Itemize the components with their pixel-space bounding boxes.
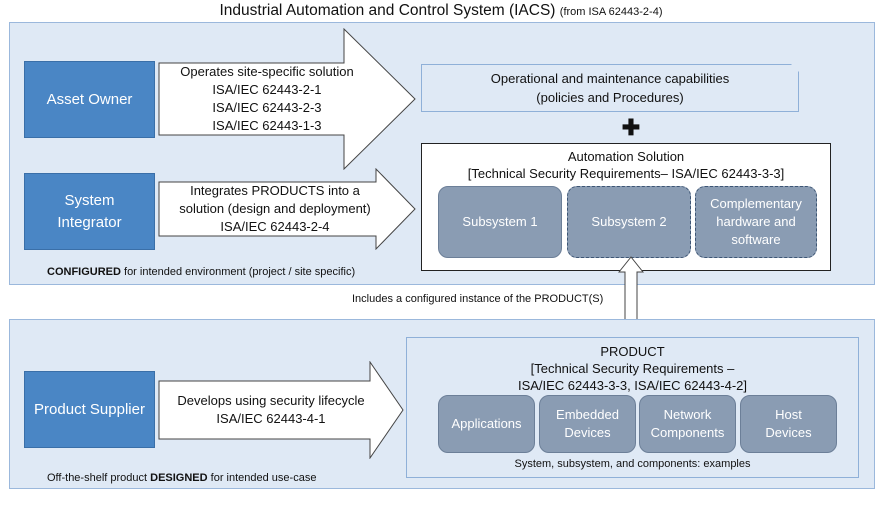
diagram-title: Industrial Automation and Control System… bbox=[0, 2, 882, 20]
asset-owner-arrow-text: Operates site-specific solution ISA/IEC … bbox=[180, 63, 353, 135]
arrow-line: ISA/IEC 62443-2-3 bbox=[212, 100, 322, 115]
heading-line: ISA/IEC 62443-3-3, ISA/IEC 62443-4-2] bbox=[517, 378, 748, 393]
tile-label: software bbox=[731, 232, 781, 247]
automation-heading: Automation Solution [Technical Security … bbox=[422, 148, 830, 182]
host-devices-tile: Host Devices bbox=[740, 395, 837, 453]
arrow-line: Operates site-specific solution bbox=[180, 64, 354, 79]
designed-rest: for intended use-case bbox=[207, 472, 317, 484]
title-text: Industrial Automation and Control System… bbox=[219, 2, 556, 19]
heading-line: [Technical Security Requirements– ISA/IE… bbox=[467, 166, 785, 181]
tile-label: Complementary bbox=[710, 196, 802, 211]
arrow-line: Develops using security lifecycle bbox=[177, 393, 365, 408]
link-caption: Includes a configured instance of the PR… bbox=[352, 293, 604, 305]
subsystem-2-tile: Subsystem 2 bbox=[567, 186, 691, 258]
integrator-arrow-shape bbox=[158, 168, 416, 250]
subsystem-1-tile: Subsystem 1 bbox=[438, 186, 562, 258]
complementary-tile: Complementary hardware and software bbox=[695, 186, 817, 258]
ops-line: (policies and Procedures) bbox=[536, 90, 684, 105]
network-components-tile: Network Components bbox=[639, 395, 736, 453]
applications-tile: Applications bbox=[438, 395, 535, 453]
ops-line: Operational and maintenance capabilities bbox=[490, 71, 730, 86]
configured-bold: CONFIGURED bbox=[47, 266, 121, 278]
asset-owner-box: Asset Owner bbox=[24, 61, 155, 138]
tile-label: Subsystem 1 bbox=[462, 214, 538, 229]
supplier-arrow-text: Develops using security lifecycle ISA/IE… bbox=[177, 392, 364, 428]
integrator-arrow-text: Integrates PRODUCTS into a solution (des… bbox=[179, 182, 371, 236]
tile-label: hardware and bbox=[716, 214, 796, 229]
arrow-line: ISA/IEC 62443-4-1 bbox=[216, 411, 326, 426]
arrow-line: Integrates PRODUCTS into a bbox=[190, 183, 360, 198]
tile-label: Devices bbox=[765, 425, 812, 440]
heading-line: PRODUCT bbox=[600, 344, 665, 359]
designed-bold: DESIGNED bbox=[150, 472, 208, 484]
operational-capabilities-box: Operational and maintenance capabilities… bbox=[421, 64, 799, 112]
embedded-devices-tile: Embedded Devices bbox=[539, 395, 636, 453]
product-supplier-label: Product Supplier bbox=[34, 400, 145, 418]
title-source: (from ISA 62443-2-4) bbox=[559, 6, 663, 18]
configured-caption: CONFIGURED for intended environment (pro… bbox=[47, 266, 355, 278]
designed-pre: Off-the-shelf product bbox=[47, 472, 151, 484]
system-integrator-label: System bbox=[64, 191, 115, 209]
product-supplier-box: Product Supplier bbox=[24, 371, 155, 448]
system-integrator-box: System Integrator bbox=[24, 173, 155, 250]
asset-owner-label: Asset Owner bbox=[46, 90, 133, 108]
product-heading: PRODUCT [Technical Security Requirements… bbox=[407, 343, 858, 394]
tile-label: Components bbox=[650, 425, 725, 440]
asset-owner-arrow-shape bbox=[158, 28, 416, 170]
designed-caption: Off-the-shelf product DESIGNED for inten… bbox=[47, 472, 316, 484]
configured-rest: for intended environment (project / site… bbox=[120, 266, 356, 278]
asset-owner-arrow: Operates site-specific solution ISA/IEC … bbox=[158, 28, 416, 170]
heading-line: [Technical Security Requirements – bbox=[530, 361, 735, 376]
product-footer: System, subsystem, and components: examp… bbox=[514, 458, 751, 470]
heading-line: Automation Solution bbox=[567, 149, 685, 164]
arrow-line: solution (design and deployment) bbox=[179, 201, 371, 216]
arrow-line: ISA/IEC 62443-1-3 bbox=[212, 118, 322, 133]
supplier-arrow-shape bbox=[158, 361, 404, 459]
tile-label: Network bbox=[663, 407, 712, 422]
tile-label: Embedded bbox=[556, 407, 619, 422]
integrator-arrow: Integrates PRODUCTS into a solution (des… bbox=[158, 168, 416, 250]
tile-label: Subsystem 2 bbox=[591, 214, 667, 229]
system-integrator-label: Integrator bbox=[57, 213, 122, 231]
arrow-line: ISA/IEC 62443-2-4 bbox=[220, 219, 330, 234]
tile-label: Devices bbox=[564, 425, 611, 440]
tile-label: Host bbox=[775, 407, 802, 422]
supplier-arrow: Develops using security lifecycle ISA/IE… bbox=[158, 361, 404, 459]
arrow-line: ISA/IEC 62443-2-1 bbox=[212, 82, 322, 97]
plus-icon: ✚ bbox=[621, 115, 641, 140]
tile-label: Applications bbox=[451, 416, 522, 431]
